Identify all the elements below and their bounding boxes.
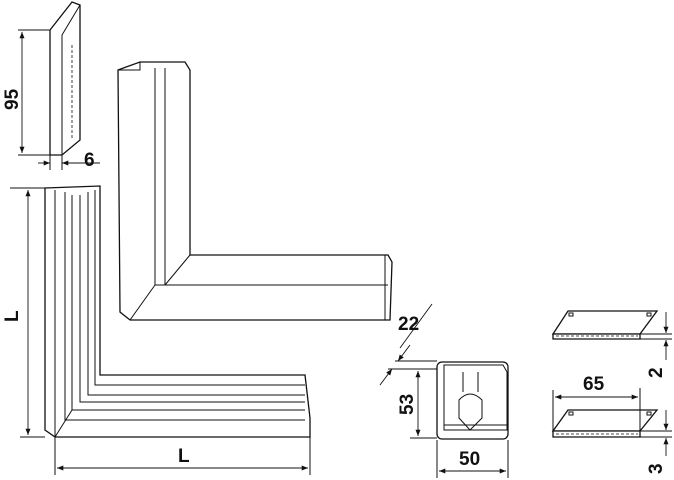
dim-65: 65	[583, 374, 605, 395]
dim-L-horizontal: L	[178, 446, 190, 467]
dim-3: 3	[646, 463, 667, 474]
dim-6: 6	[84, 150, 95, 171]
end-cap: 22 53 50	[379, 303, 509, 478]
corner-profile-lower: L L	[2, 185, 311, 475]
dim-95: 95	[2, 88, 23, 110]
connector-plate-top: 2	[551, 310, 672, 378]
dim-53: 53	[397, 394, 418, 415]
dim-50: 50	[459, 449, 480, 470]
connector-plate-bottom: 65 3	[551, 374, 672, 474]
corner-profile-upper	[117, 61, 393, 321]
dim-22: 22	[398, 314, 419, 335]
dim-2: 2	[646, 367, 667, 378]
end-plate: 95 6	[2, 1, 100, 171]
dim-L-vertical: L	[2, 310, 23, 322]
